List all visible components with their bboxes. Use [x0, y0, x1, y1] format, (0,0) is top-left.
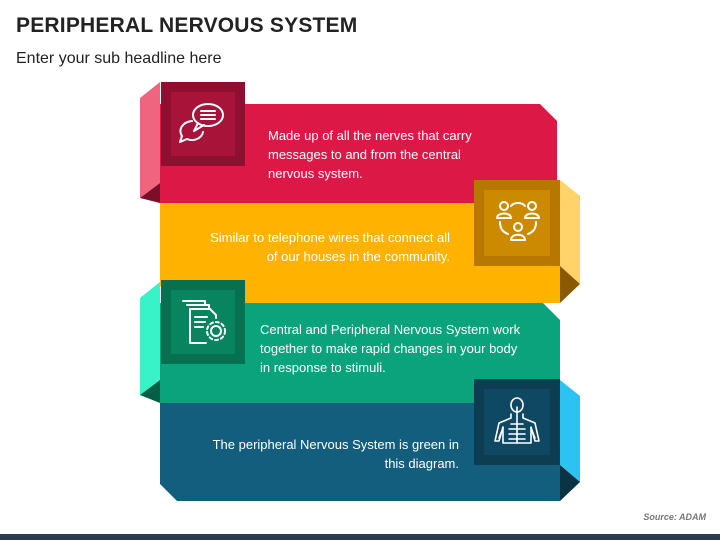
source-note: Source: ADAM [643, 512, 706, 522]
document-gear-icon [182, 300, 226, 344]
step-2-tab [560, 180, 580, 284]
page-title: PERIPHERAL NERVOUS SYSTEM [16, 14, 358, 37]
step-2-band [160, 180, 580, 303]
step-1-tab [140, 82, 160, 198]
step-1-band [140, 82, 557, 203]
nervous-system-body-icon [494, 397, 540, 444]
chat-bubbles-icon [179, 103, 224, 143]
page-subtitle: Enter your sub headline here [16, 50, 222, 67]
step-4-text: The peripheral Nervous System is green i… [212, 437, 459, 471]
bottom-bar [0, 534, 720, 540]
step-4-band [160, 379, 580, 501]
step-4-tab [560, 380, 580, 482]
step-3-band [140, 280, 560, 403]
step-2-text: Similar to telephone wires that connect … [210, 230, 450, 264]
connected-people-icon [496, 201, 540, 241]
step-1-text: Made up of all the nerves that carry mes… [268, 128, 472, 181]
step-3-text: Central and Peripheral Nervous System wo… [260, 322, 521, 375]
step-3-tab [140, 282, 160, 395]
